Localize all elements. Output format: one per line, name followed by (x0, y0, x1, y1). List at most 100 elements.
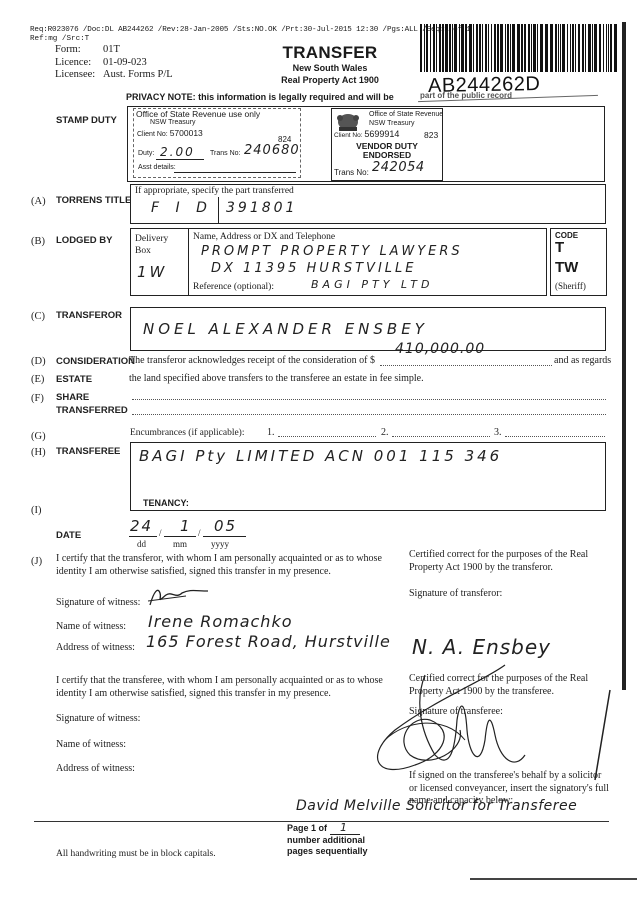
date-month-line (164, 536, 196, 537)
reference-value[interactable]: BAGI PTY LTD (311, 278, 434, 291)
witness-signature (147, 589, 209, 606)
barcode-bar (567, 24, 568, 72)
stamp1-trans-label: Trans No: (210, 150, 241, 157)
transferor-signature[interactable]: N. A. Ensbey (412, 635, 552, 659)
bottom-edge-rule (470, 878, 637, 880)
page-value[interactable]: 1 (329, 822, 360, 835)
name-witness-value[interactable]: Irene Romachko (148, 612, 293, 631)
barcode-bar (570, 24, 571, 72)
barcode (420, 24, 618, 72)
barcode-bar (497, 24, 499, 72)
code-sheriff: (Sheriff) (555, 281, 586, 291)
delivery-box-label-1: Delivery (135, 234, 169, 244)
barcode-bar (558, 24, 559, 72)
barcode-bar (606, 24, 607, 72)
code-label: CODE (555, 231, 579, 240)
transferee-field[interactable]: BAGI Pty LIMITED ACN 001 115 346 TENANCY… (130, 442, 606, 511)
date-mm-label: mm (173, 539, 188, 549)
barcode-bar (575, 24, 576, 72)
date-sep-2: / (198, 528, 201, 538)
privacy-note: PRIVACY NOTE: this information is legall… (126, 92, 394, 102)
footer-rule (34, 821, 609, 822)
barcode-bar (454, 24, 457, 72)
form-info: Form:01T Licence:01-09-023 Licensee:Aust… (55, 44, 173, 82)
barcode-bar (494, 24, 496, 72)
stamp-duty-label: STAMP DUTY (56, 115, 117, 126)
barcode-bar (436, 24, 437, 72)
date-month[interactable]: 1 (180, 517, 192, 535)
request-line-1: Req:R023076 /Doc:DL AB244262 /Rev:28-Jan… (30, 26, 471, 34)
barcode-bar (608, 24, 609, 72)
delivery-box-label: Delivery Box (135, 233, 168, 257)
form-label: Form: (55, 44, 81, 55)
consideration-value[interactable]: 410,000.00 (395, 341, 486, 357)
consideration-text: The transferor acknowledges receipt of t… (129, 355, 376, 366)
barcode-bar (424, 24, 425, 72)
share-line-2[interactable] (132, 414, 606, 415)
barcode-bar (452, 24, 453, 72)
licence-label: Licence: (55, 56, 92, 68)
share-line-1[interactable] (132, 399, 606, 400)
date-sep-1: / (159, 528, 162, 538)
certify-transferor-text: I certify that the transferor, with whom… (56, 553, 382, 577)
stamp1-client-no: 5700013 (169, 128, 203, 138)
sig-witness2-label: Signature of witness: (56, 713, 141, 724)
date-day[interactable]: 24 (130, 517, 154, 535)
barcode-bar (482, 24, 483, 72)
barcode-bar (439, 24, 441, 72)
barcode-bar (512, 24, 515, 72)
delivery-box-value[interactable]: 1W (137, 263, 168, 281)
page-edge-bar (622, 22, 626, 690)
address-witness-value[interactable]: 165 Forest Road, Hurstville (146, 632, 391, 651)
stamp2-client-label: Client No: (334, 132, 363, 139)
lodger-address[interactable]: DX 11395 HURSTVILLE (211, 261, 417, 276)
barcode-bar (420, 24, 422, 72)
barcode-bar (592, 24, 593, 72)
barcode-bar (469, 24, 472, 72)
encumbrance-2[interactable] (392, 436, 490, 437)
page-count: Page 1 of 1 number additional pages sequ… (287, 822, 368, 858)
delivery-box-label-2: Box (135, 246, 151, 256)
stamp2-endorse-2: ENDORSED (362, 150, 412, 160)
certify-transferee-text: I certify that the transferee, with whom… (56, 675, 383, 699)
consideration-text-after: and as regards (554, 355, 612, 366)
barcode-bar (550, 24, 553, 72)
stamp-duty-box (127, 106, 605, 182)
stamp2-trans-value: 242054 (372, 160, 425, 175)
section-d-letter: (D) (31, 356, 46, 367)
estate-label: ESTATE (56, 374, 93, 385)
transferee-signature[interactable] (355, 660, 615, 790)
code-tw: TW (555, 259, 579, 276)
encumbrance-1-label: 1. (267, 427, 275, 438)
stamp2-dept: NSW Treasury (369, 120, 415, 127)
transferor-field[interactable]: NOEL ALEXANDER ENSBEY (130, 307, 606, 351)
lodger-name[interactable]: PROMPT PROPERTY LAWYERS (201, 244, 463, 259)
date-year-line (203, 536, 246, 537)
lodged-by-label: LODGED BY (56, 235, 113, 246)
barcode-bar (507, 24, 509, 72)
barcode-bar (578, 24, 580, 72)
lodged-by-divider (188, 229, 189, 295)
encumbrance-1[interactable] (278, 436, 376, 437)
barcode-bar (582, 24, 584, 72)
date-day-line (129, 536, 157, 537)
share-label-1: SHARE (56, 392, 90, 403)
date-yyyy-label: yyyy (211, 539, 229, 549)
torrens-title-field[interactable]: If appropriate, specify the part transfe… (130, 184, 606, 224)
section-g-letter: (G) (31, 431, 46, 442)
barcode-bar (433, 24, 435, 72)
section-c-letter: (C) (31, 311, 45, 322)
encumbrance-3[interactable] (505, 436, 605, 437)
document-subtitle-act: Real Property Act 1900 (281, 75, 379, 85)
transferee-value: BAGI Pty LIMITED ACN 001 115 346 (139, 447, 503, 465)
coat-of-arms-icon (337, 114, 359, 131)
barcode-bar (599, 24, 601, 72)
sig-transferee-label: Signature of transferee: (409, 706, 503, 717)
section-i-letter: (I) (31, 505, 42, 516)
barcode-bar (562, 24, 565, 72)
transferor-label: TRANSFEROR (56, 310, 122, 321)
date-year[interactable]: 05 (214, 517, 238, 535)
stamp2-code: 823 (424, 130, 439, 140)
solicitor-signatory[interactable]: David Melville Solicitor for Transferee (296, 798, 578, 814)
stamp1-asst-label: Asst details: (138, 164, 176, 171)
